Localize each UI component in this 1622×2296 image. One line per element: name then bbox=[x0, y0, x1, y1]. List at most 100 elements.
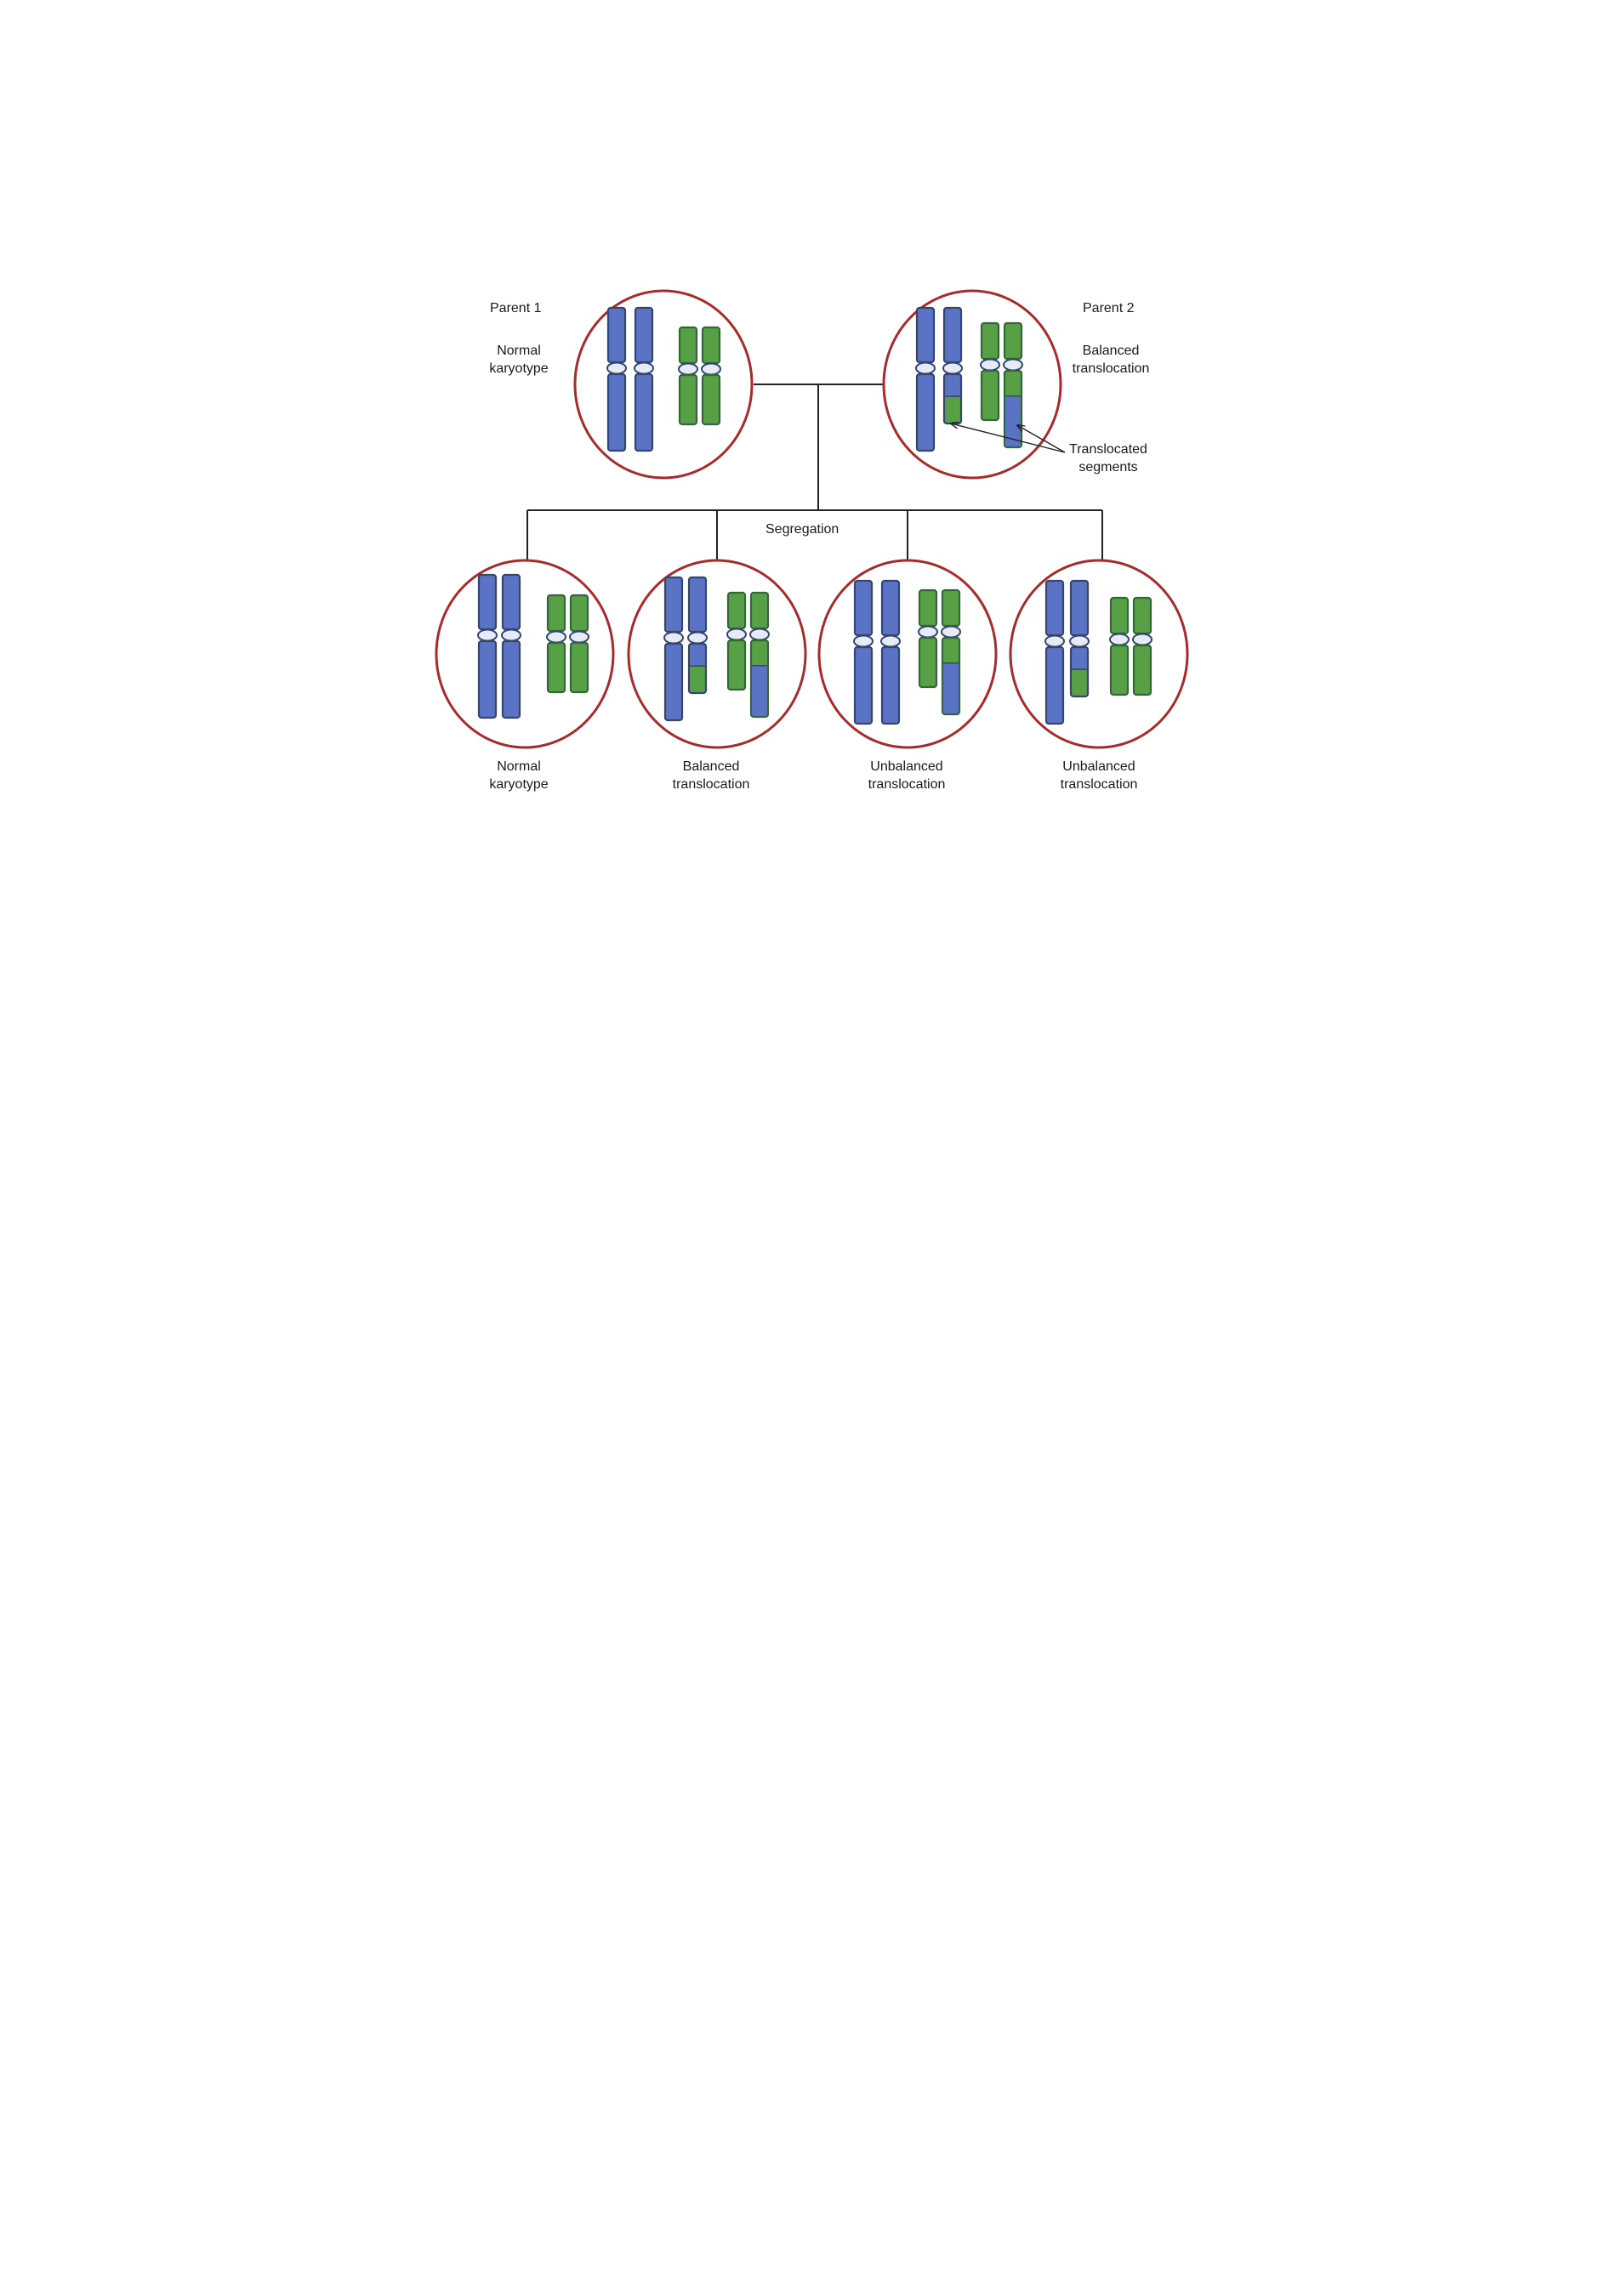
offspring-3-chromosome-2 bbox=[880, 579, 901, 725]
parent-2-cell bbox=[882, 289, 1062, 480]
offspring-4-chromosome-3-p-arm-segment-1 bbox=[1111, 598, 1128, 634]
offspring-4-label-line1: Unbalanced bbox=[1062, 759, 1135, 774]
offspring-4-chromosome-2 bbox=[1069, 579, 1090, 698]
parent-2-chromosome-3 bbox=[980, 321, 1000, 422]
offspring-4-chromosome-2-p-arm-segment-1 bbox=[1071, 581, 1088, 635]
parent-2-chromosome-4-centromere bbox=[1003, 358, 1023, 372]
parent-2-chromosome-1 bbox=[915, 306, 936, 452]
offspring-1-chromosome-3-q-arm-outline bbox=[546, 641, 566, 694]
offspring-3-chromosome-3-p-arm-segment-1 bbox=[919, 590, 936, 626]
offspring-1-label-line1: Normal bbox=[497, 759, 541, 774]
offspring-2-chromosome-4-q-arm-outline bbox=[749, 639, 770, 719]
offspring-2-chromosome-1-q-arm-segment-1 bbox=[665, 644, 682, 720]
parent-2-label: Parent 2 bbox=[1083, 301, 1135, 315]
offspring-1-chromosome-2-p-arm-segment-1 bbox=[503, 575, 520, 629]
offspring-3-label: Unbalanced translocation bbox=[868, 758, 946, 793]
offspring-3-chromosome-1-p-arm-segment-1 bbox=[855, 581, 872, 635]
offspring-1-label: Normal karyotype bbox=[489, 758, 548, 793]
offspring-2-chromosome-2-p-arm-segment-1 bbox=[689, 577, 706, 632]
parent-2-chromosome-2-q-arm-segment-2 bbox=[944, 396, 961, 423]
parent-1-chromosome-3-centromere bbox=[678, 362, 698, 376]
offspring-3-label-line1: Unbalanced bbox=[870, 759, 943, 774]
parent-1-chromosome-3-p-arm-segment-1 bbox=[680, 327, 697, 363]
parent-1-chromosome-3-q-arm-segment-1 bbox=[680, 375, 697, 424]
offspring-2-chromosome-2-centromere bbox=[687, 631, 708, 645]
parent-2-chromosome-3-centromere bbox=[980, 358, 1000, 372]
parent-2-chromosome-3-q-arm-segment-1 bbox=[982, 371, 999, 420]
parent-2-chromosome-4 bbox=[1003, 321, 1023, 449]
offspring-2-chromosome-4 bbox=[749, 591, 770, 719]
offspring-4-chromosome-3-centromere bbox=[1109, 633, 1130, 646]
parent-1-label: Parent 1 bbox=[490, 301, 542, 315]
offspring-3-chromosome-2-q-arm-outline bbox=[880, 645, 901, 725]
offspring-1-chromosome-4-p-arm-segment-1 bbox=[571, 595, 588, 631]
offspring-3-chromosome-1-q-arm-segment-1 bbox=[855, 647, 872, 724]
offspring-2-chromosome-4-q-arm-segment-1 bbox=[751, 640, 768, 666]
offspring-4-chromosome-4 bbox=[1132, 596, 1152, 696]
offspring-4-label: Unbalanced translocation bbox=[1061, 758, 1138, 793]
parent-1-karyotype-line2: karyotype bbox=[489, 361, 549, 376]
offspring-3-chromosome-4-p-arm-segment-1 bbox=[942, 590, 959, 626]
offspring-1-chromosome-2-centromere bbox=[501, 628, 521, 642]
offspring-3-chromosome-3-centromere bbox=[918, 625, 938, 639]
offspring-2-chromosome-4-p-arm-segment-1 bbox=[751, 593, 768, 628]
offspring-3-chromosome-4-q-arm-outline bbox=[941, 636, 961, 716]
offspring-1-chromosome-3 bbox=[546, 594, 566, 694]
offspring-1-chromosome-1-q-arm-outline bbox=[477, 639, 498, 719]
parent-1-chromosome-2-centromere bbox=[634, 361, 654, 375]
offspring-4-chromosome-4-q-arm-segment-1 bbox=[1134, 645, 1151, 695]
parent-2-chromosome-3-q-arm-outline bbox=[980, 369, 1000, 422]
arrow-to-blue-segment bbox=[1017, 425, 1066, 453]
offspring-4-chromosome-2-q-arm-outline bbox=[1069, 645, 1090, 698]
offspring-1-chromosome-1 bbox=[477, 573, 498, 719]
offspring-1-label-line2: karyotype bbox=[489, 777, 549, 792]
offspring-2-chromosome-3-q-arm-outline bbox=[726, 639, 747, 691]
offspring-2-label-line1: Balanced bbox=[682, 759, 740, 774]
offspring-4-chromosome-1-q-arm-segment-1 bbox=[1046, 647, 1063, 724]
offspring-2-chromosome-2-q-arm-outline bbox=[687, 642, 708, 695]
offspring-1-chromosome-1-q-arm-segment-1 bbox=[479, 641, 496, 718]
connector-lines bbox=[526, 384, 1103, 560]
offspring-3-chromosome-4-q-arm-segment-2 bbox=[942, 662, 959, 714]
offspring-2-chromosome-1-q-arm-outline bbox=[663, 642, 684, 722]
parent-1-chromosome-3 bbox=[678, 326, 698, 426]
offspring-4-chromosome-3 bbox=[1109, 596, 1130, 696]
offspring-2-chromosome-1 bbox=[663, 576, 684, 722]
offspring-1-chromosome-4-centromere bbox=[569, 630, 589, 644]
parent-1-cell bbox=[573, 289, 754, 480]
offspring-3-chromosome-4-q-arm-segment-1 bbox=[942, 638, 959, 663]
offspring-4-chromosome-1-q-arm-outline bbox=[1044, 645, 1065, 725]
parent-2-chromosome-4-p-arm-segment-1 bbox=[1005, 323, 1022, 359]
parent-2-chromosome-4-q-arm-segment-2 bbox=[1005, 395, 1022, 447]
parent-1-chromosome-4 bbox=[701, 326, 721, 426]
offspring-2-chromosome-1-p-arm-segment-1 bbox=[665, 577, 682, 632]
offspring-4-chromosome-1 bbox=[1044, 579, 1065, 725]
annotation-arrows bbox=[951, 423, 1066, 453]
offspring-4-chromosome-2-q-arm-segment-2 bbox=[1071, 669, 1088, 696]
offspring-2-chromosome-2-q-arm-segment-2 bbox=[689, 666, 706, 693]
offspring-4-chromosome-2-centromere bbox=[1069, 634, 1090, 648]
offspring-2-chromosome-2 bbox=[687, 576, 708, 695]
offspring-4-chromosome-3-q-arm-outline bbox=[1109, 644, 1130, 696]
offspring-2-chromosome-4-q-arm-segment-2 bbox=[751, 665, 768, 717]
parent-1-chromosome-4-centromere bbox=[701, 362, 721, 376]
parent-1-karyotype-line1: Normal bbox=[497, 344, 541, 358]
parent-1-karyotype-label: Normal karyotype bbox=[489, 342, 548, 378]
parent-1-chromosome-4-q-arm-outline bbox=[701, 373, 721, 426]
offspring-3-cell bbox=[817, 559, 998, 749]
parent-1-chromosome-1-q-arm-outline bbox=[606, 372, 627, 452]
offspring-4-cell bbox=[1009, 559, 1189, 749]
offspring-4-chromosome-1-centromere bbox=[1044, 634, 1065, 648]
parent-2-chromosome-1-centromere bbox=[915, 361, 936, 375]
cell-circles bbox=[435, 289, 1189, 749]
parent-1-chromosome-2-q-arm-segment-1 bbox=[635, 374, 652, 451]
translocated-segments-label: Translocated segments bbox=[1069, 440, 1147, 476]
parent-2-chromosome-1-q-arm-segment-1 bbox=[917, 374, 934, 451]
parent-2-karyotype-label: Balanced translocation bbox=[1073, 342, 1150, 378]
offspring-1-chromosome-3-p-arm-segment-1 bbox=[548, 595, 565, 631]
offspring-3-chromosome-3-q-arm-segment-1 bbox=[919, 638, 936, 687]
parent-1-chromosome-4-p-arm-segment-1 bbox=[703, 327, 720, 363]
offspring-3-chromosome-2-p-arm-segment-1 bbox=[882, 581, 899, 635]
offspring-1-chromosome-3-q-arm-segment-1 bbox=[548, 643, 565, 692]
